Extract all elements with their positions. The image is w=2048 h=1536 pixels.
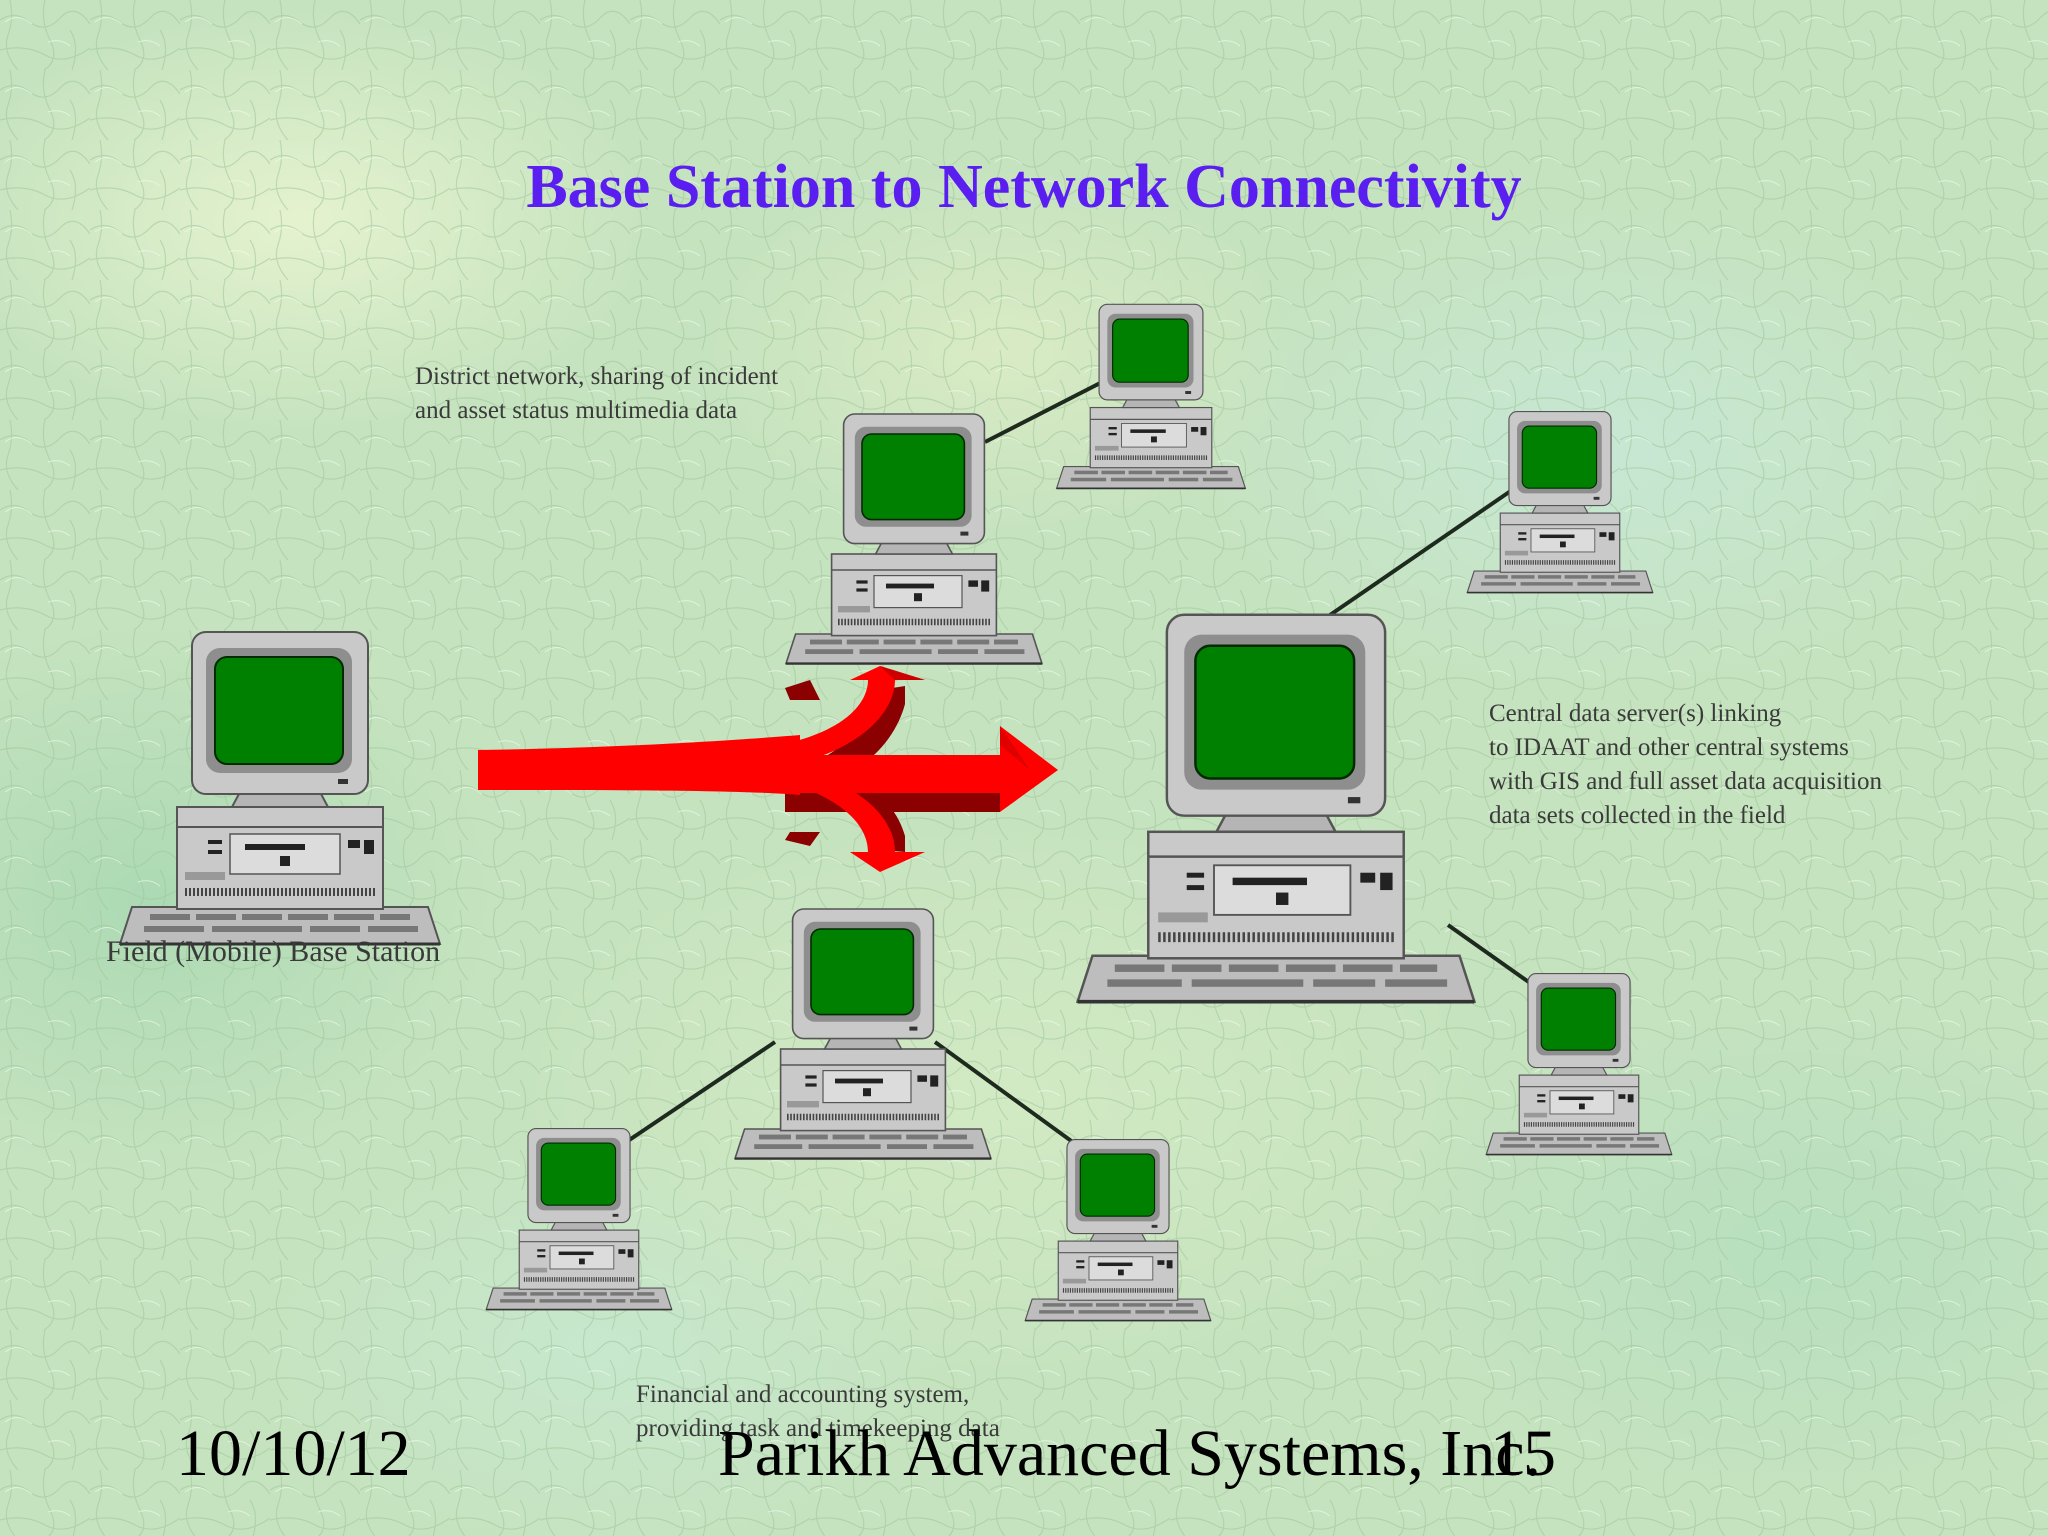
field-base-station-label: Field (Mobile) Base Station bbox=[106, 935, 441, 968]
district-pc-secondary-icon bbox=[1057, 304, 1246, 488]
financial-system-label-line2: providing task and timekeeping data bbox=[636, 1415, 1000, 1442]
field-base-station-computer-icon bbox=[120, 632, 440, 944]
central-server-label-line4: data sets collected in the field bbox=[1489, 802, 1786, 829]
district-network-label-line2: and asset status multimedia data bbox=[415, 397, 738, 424]
central-server-computer-icon bbox=[1078, 615, 1475, 1002]
footer-date: 10/10/12 bbox=[176, 1417, 411, 1490]
central-server-label-line3: with GIS and full asset data acquisition bbox=[1489, 768, 1882, 795]
central-server-label: Central data server(s) linking to IDAAT … bbox=[1489, 697, 1882, 833]
district-pc-main-icon bbox=[786, 414, 1042, 664]
financial-system-label-line1: Financial and accounting system, bbox=[636, 1381, 970, 1408]
central-server-label-line1: Central data server(s) linking bbox=[1489, 700, 1782, 727]
district-network-label: District network, sharing of incident an… bbox=[415, 360, 778, 428]
financial-system-computer-icon bbox=[735, 909, 991, 1159]
financial-system-label: Financial and accounting system, providi… bbox=[636, 1378, 1000, 1446]
central-server-label-line2: to IDAAT and other central systems bbox=[1489, 734, 1849, 761]
financial-client-left-icon bbox=[486, 1129, 672, 1310]
page-title: Base Station to Network Connectivity bbox=[526, 153, 1522, 221]
financial-client-right-icon bbox=[1025, 1140, 1211, 1321]
red-branching-arrow-icon bbox=[478, 666, 1058, 872]
district-network-label-line1: District network, sharing of incident bbox=[415, 363, 779, 390]
footer-page-number: 15 bbox=[1490, 1417, 1556, 1490]
footer-company: Parikh Advanced Systems, Inc. bbox=[718, 1417, 1542, 1490]
server-client-lower-icon bbox=[1486, 974, 1672, 1155]
